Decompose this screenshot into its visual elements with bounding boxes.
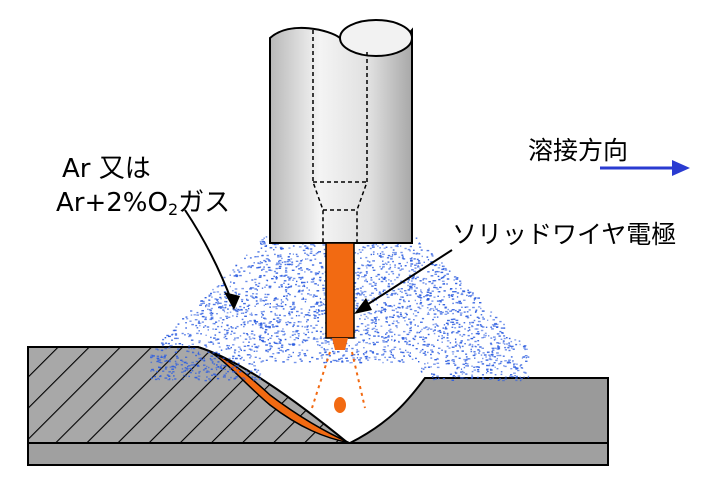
gas-label-suffix: ガス bbox=[178, 188, 231, 218]
solid-wire-electrode bbox=[325, 242, 355, 339]
base-plate bbox=[27, 442, 609, 466]
solid-wire-electrode-label: ソリッドワイヤ電極 bbox=[452, 220, 677, 249]
arc-right-line bbox=[351, 351, 366, 409]
weld-bead bbox=[197, 346, 351, 444]
right-workpiece bbox=[349, 377, 609, 444]
welding-direction-label: 溶接方向 bbox=[528, 136, 629, 165]
torch-top-opening bbox=[339, 19, 413, 57]
gas-leader-line bbox=[184, 209, 233, 303]
shielding-gas-label-line2: Ar+2%O2ガス bbox=[56, 190, 230, 218]
left-workpiece bbox=[27, 346, 351, 444]
shielding-gas-label-line1: Ar 又は bbox=[62, 154, 151, 184]
torch bbox=[269, 19, 413, 244]
arc-left-line bbox=[311, 351, 331, 409]
torch-inner-left bbox=[312, 30, 324, 243]
gas-formula-subscript: 2 bbox=[167, 200, 179, 219]
arrow-right-icon bbox=[600, 160, 690, 176]
electrode-tip bbox=[332, 338, 348, 350]
molten-droplet bbox=[334, 397, 346, 413]
torch-inner-right bbox=[356, 52, 368, 243]
wire-leader-arrowhead bbox=[354, 298, 372, 314]
gas-formula-text: Ar+2%O bbox=[56, 188, 168, 218]
wire-leader-line bbox=[361, 249, 453, 309]
gas-leader-arrowhead bbox=[224, 292, 240, 310]
